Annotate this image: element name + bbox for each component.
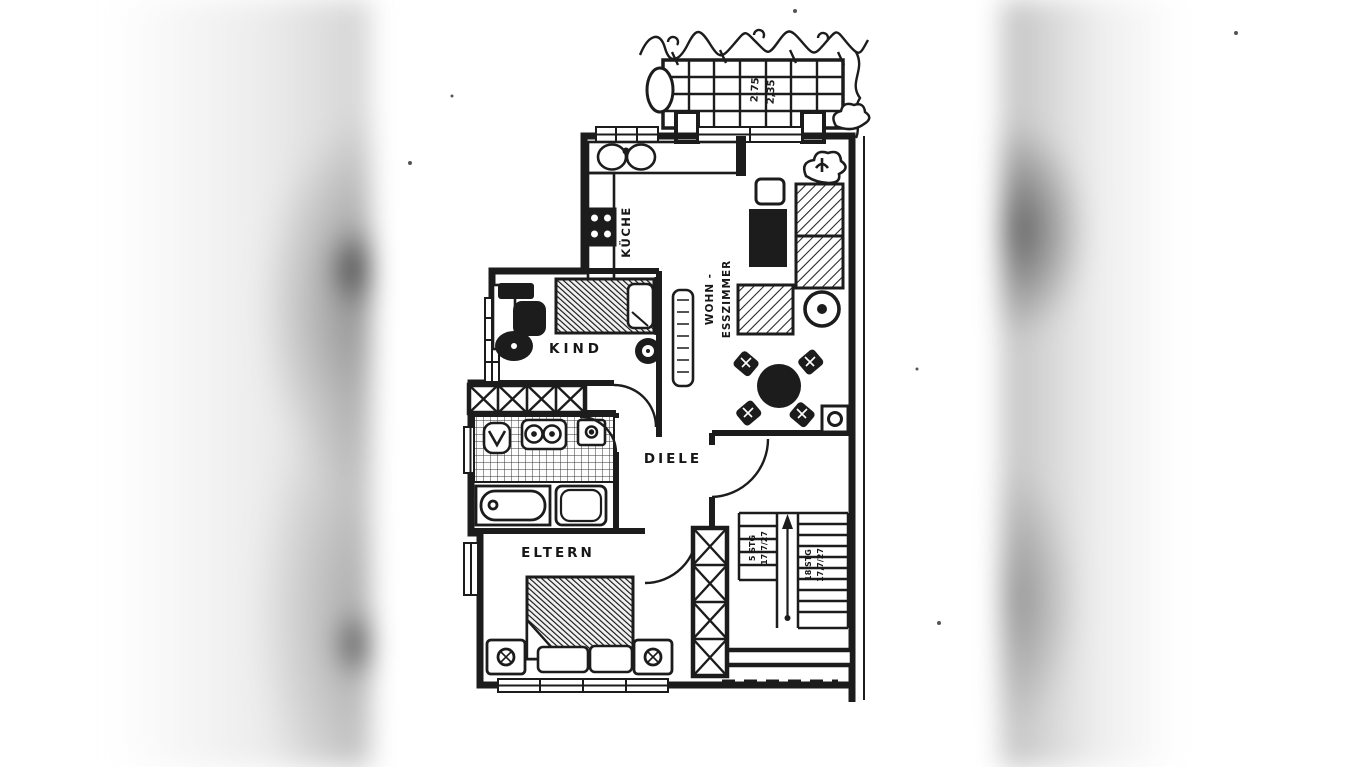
double-washbasin (520, 418, 568, 451)
side-table (754, 177, 786, 206)
stool (635, 338, 661, 364)
door-arc-eltern (644, 530, 699, 585)
stair-treads-flight2 (798, 522, 848, 614)
nightstand-right (632, 638, 674, 676)
stair-treads-flight1 (739, 524, 777, 567)
toilet (482, 421, 512, 455)
wardrobe-x-row (466, 382, 588, 416)
round-table (803, 290, 841, 328)
nightstand-left (485, 638, 527, 676)
diele-label: DIELE (644, 451, 702, 467)
balcony-dim-1: 2,75 (749, 77, 761, 102)
double-bed (525, 575, 635, 674)
wardrobe-x-column (690, 525, 730, 679)
stairs (737, 511, 850, 630)
desk-chair (513, 301, 546, 336)
window-eltern-bottom (497, 678, 669, 693)
door-arc-kind (613, 383, 658, 428)
stair-flight2-count: 18 STG (804, 549, 813, 581)
window-eltern-left (463, 542, 479, 596)
bathtub (474, 484, 552, 527)
door-arcs (579, 383, 770, 585)
dining-set (733, 349, 824, 428)
kitchen-label: KÜCHE (618, 206, 633, 257)
kind-label: KIND (549, 341, 603, 357)
balcony: 2,75 2,35 (638, 28, 871, 144)
stair-flight2-dim: 17,7/27 (816, 548, 825, 582)
kind-room: KIND (466, 277, 661, 416)
balcony-handwritten-dims: 2,75 2,35 (749, 77, 777, 104)
desk-lamp (498, 283, 534, 299)
hall-diele: DIELE (579, 288, 770, 585)
living-label-line2: ESSZIMMER (721, 260, 733, 339)
stair-direction-arrow (782, 514, 793, 621)
stair-flight1-dim: 17,7/27 (760, 531, 769, 565)
chair-highlights (740, 356, 816, 419)
eltern-room: ELTERN (485, 525, 730, 679)
bathroom (473, 415, 615, 527)
tree-scribble (832, 102, 871, 131)
pillow (626, 282, 655, 330)
stair-flight1-count: 5 STG (748, 535, 757, 561)
landing-bottom-wall (709, 647, 855, 668)
balcony-awning (645, 66, 675, 114)
plant (802, 150, 847, 185)
balcony-dim-2: 2,35 (766, 79, 778, 104)
scan-specks (408, 9, 1238, 625)
corner-column (820, 404, 850, 434)
stairwell: 5 STG 17,7/27 18 STG 17,7/27 (737, 511, 850, 630)
stove (585, 207, 617, 247)
eltern-label: ELTERN (521, 545, 595, 561)
living-room: WOHN - ESSZIMMER (704, 150, 850, 434)
rug (736, 283, 795, 336)
desk-area (491, 283, 546, 361)
window-balcony-door (697, 126, 803, 143)
living-label-line1: WOHN - (704, 273, 716, 325)
pillow-left (536, 645, 590, 674)
door-arc-entry (711, 438, 770, 499)
pillow-right (588, 644, 634, 674)
kitchen-cabinet-stub (736, 136, 746, 176)
window-kitchen (595, 126, 659, 143)
hall-cabinet (671, 288, 695, 388)
kitchen: KÜCHE (585, 136, 746, 287)
door-arc-bath (579, 415, 618, 454)
child-bed (554, 277, 658, 335)
shower (554, 484, 608, 527)
kitchen-sink (596, 143, 657, 171)
sofa (794, 182, 845, 290)
dining-table (757, 364, 801, 408)
tv-sideboard (749, 209, 787, 267)
